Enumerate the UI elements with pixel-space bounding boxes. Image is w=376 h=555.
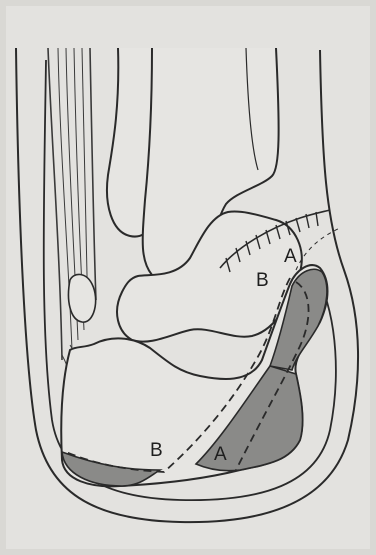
label-upper-a: A (284, 246, 297, 267)
label-lower-b: B (150, 440, 163, 461)
label-lower-a: A (214, 444, 227, 465)
label-upper-b: B (256, 270, 269, 291)
posterior-process (69, 274, 96, 322)
